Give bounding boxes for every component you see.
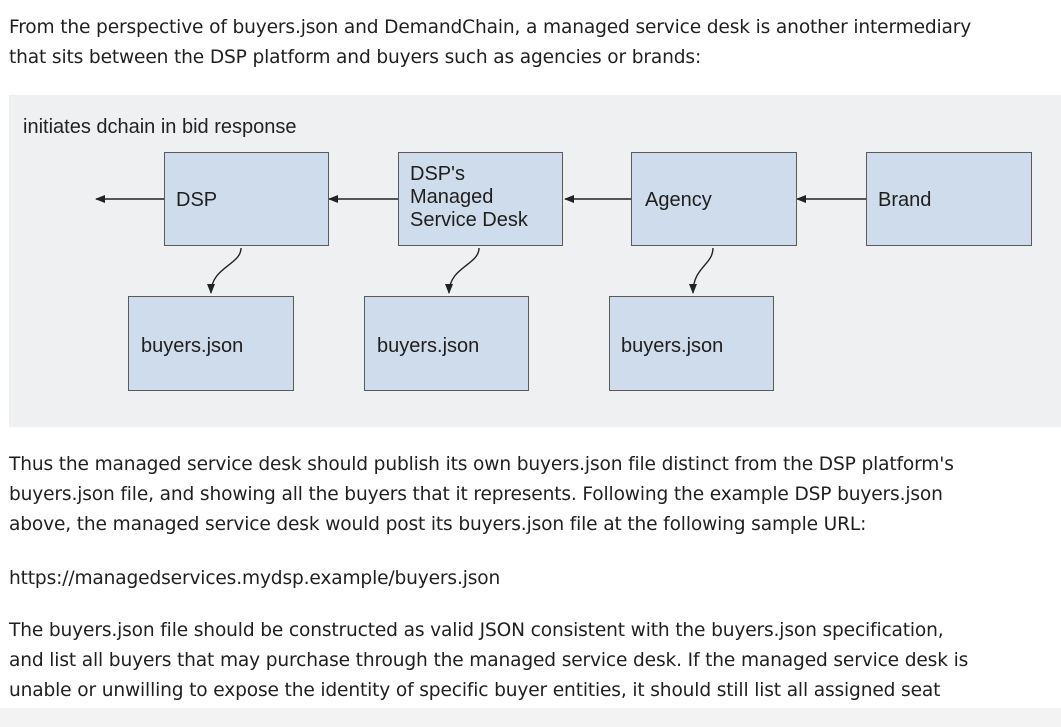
dsp-box: DSP (164, 152, 329, 246)
agency-buyers-json-box: buyers.json (609, 296, 774, 391)
managed-service-desk-box-label: DSP's Managed Service Desk (410, 163, 528, 231)
body-p3-line-3: unable or unwilling to expose the identi… (9, 680, 941, 701)
arrow-agency-to-file (689, 247, 714, 294)
body-p3-line-2: and list all buyers that may purchase th… (9, 650, 969, 671)
intro-line-2: that sits between the DSP platform and b… (9, 47, 702, 68)
dsp-buyers-json-box: buyers.json (128, 296, 294, 391)
brand-box: Brand (866, 152, 1032, 246)
diagram-connectors (95, 195, 866, 294)
brand-box-label: Brand (878, 189, 932, 211)
agency-box: Agency (631, 152, 797, 246)
sample-url: https://managedservices.mydsp.example/bu… (9, 568, 501, 589)
dsp-buyers-json-label: buyers.json (141, 335, 244, 357)
body-p3-line-1: The buyers.json file should be construct… (9, 620, 944, 641)
managed-service-desk-box: DSP's Managed Service Desk (398, 152, 563, 246)
agency-box-label: Agency (645, 189, 712, 211)
arrow-msd-to-file (445, 247, 480, 294)
intro-line-1: From the perspective of buyers.json and … (9, 17, 972, 38)
msd-buyers-json-label: buyers.json (377, 335, 480, 357)
body-p1-line-3: above, the managed service desk would po… (9, 514, 867, 535)
agency-buyers-json-label: buyers.json (621, 335, 724, 357)
body-p1-line-2: buyers.json file, and showing all the bu… (9, 484, 943, 505)
arrow-dsp-to-file (207, 247, 242, 294)
msd-buyers-json-box: buyers.json (364, 296, 529, 391)
body-p1-line-1: Thus the managed service desk should pub… (9, 454, 954, 475)
demand-chain-diagram: initiates dchain in bid response DSP DSP… (9, 95, 1061, 427)
dsp-box-label: DSP (176, 189, 218, 211)
diagram-caption: initiates dchain in bid response (23, 116, 297, 138)
page-bottom-strip (0, 708, 1061, 727)
